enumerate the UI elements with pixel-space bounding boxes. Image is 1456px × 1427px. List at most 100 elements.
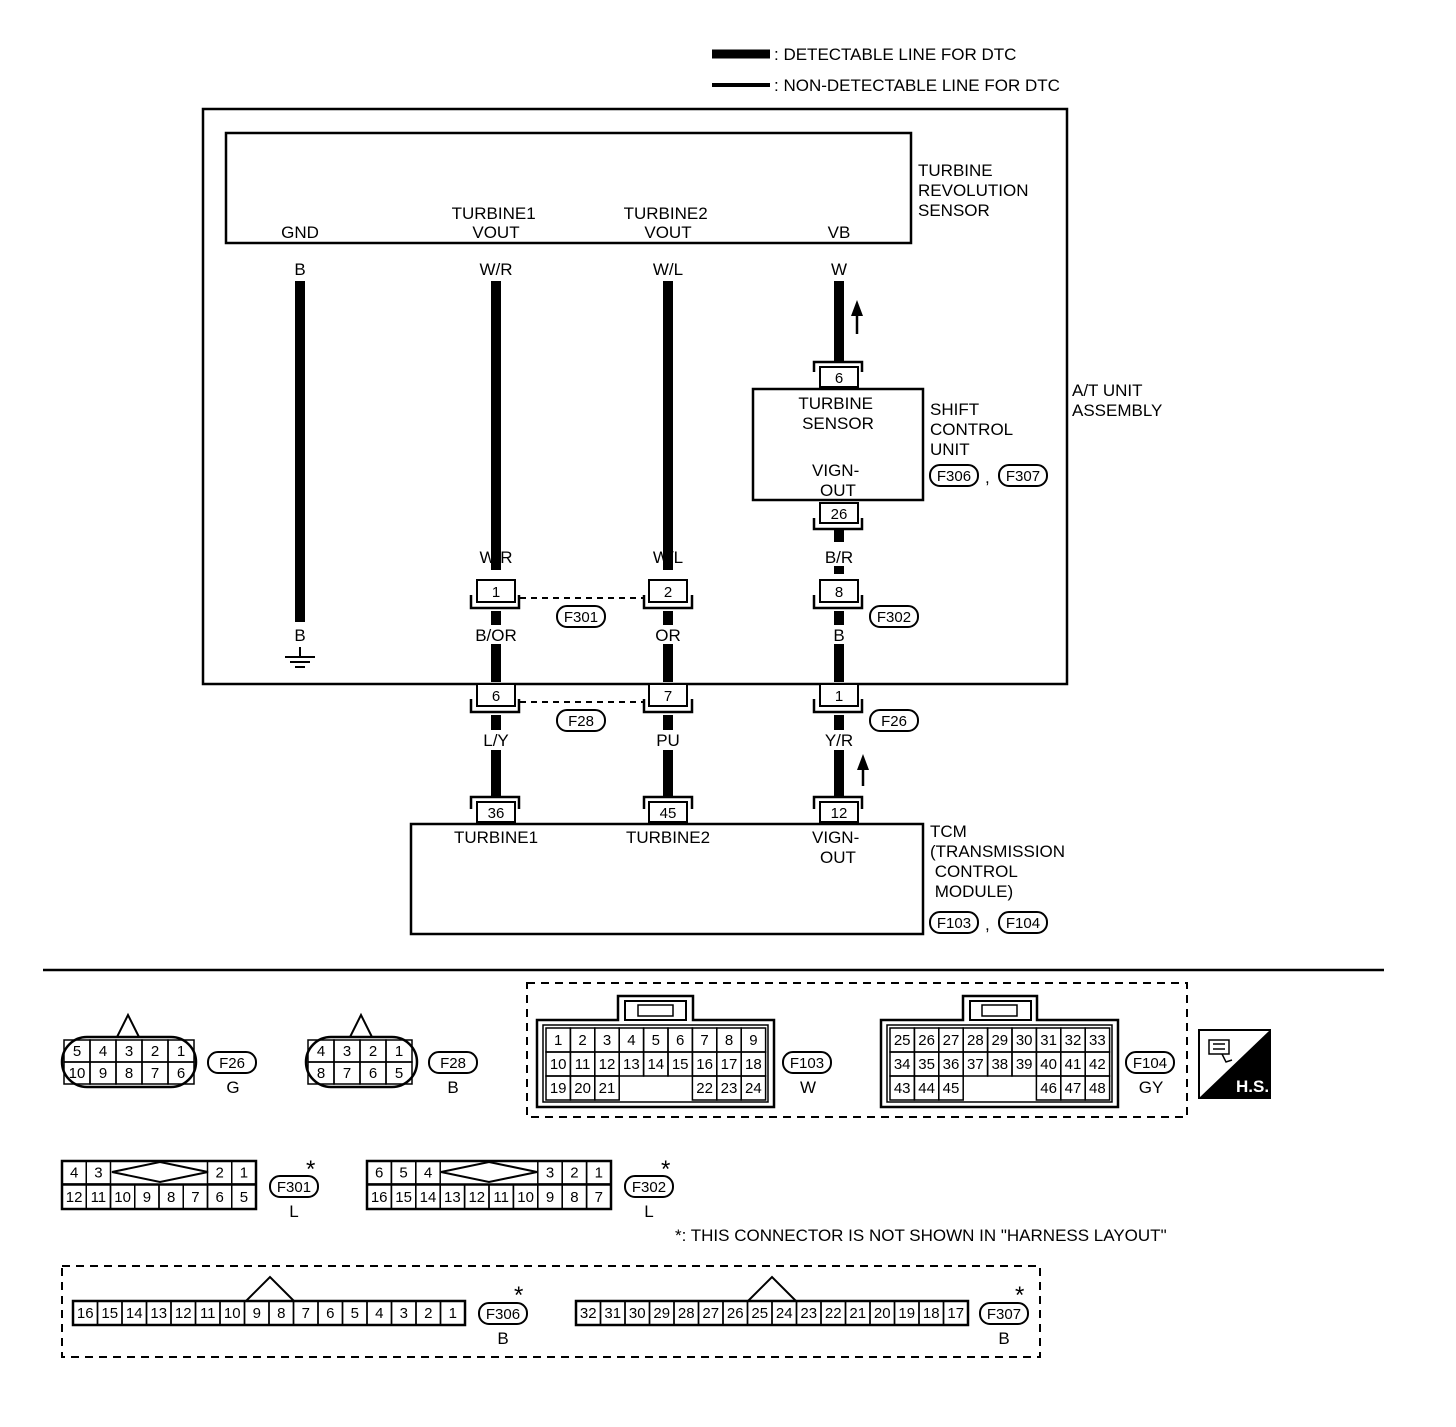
pin-number: 9 bbox=[253, 1305, 261, 1322]
pin-number: 48 bbox=[1089, 1080, 1106, 1097]
wire-color-t2-top: W/L bbox=[653, 260, 683, 279]
pin-number: 37 bbox=[967, 1056, 984, 1073]
terminal-scu-26-num: 26 bbox=[831, 506, 848, 523]
pin-number: 26 bbox=[727, 1305, 744, 1322]
pin-number: 4 bbox=[317, 1043, 325, 1060]
pin-number: 12 bbox=[175, 1305, 192, 1322]
connector-id-f104: F104 bbox=[998, 911, 1048, 934]
wire-color-t1-bottom: L/Y bbox=[483, 731, 509, 750]
sensor-pin-turbine1-vout: TURBINE1 VOUT bbox=[452, 204, 541, 242]
terminal-f28-6: 6 bbox=[469, 683, 521, 714]
svg-text:F302: F302 bbox=[632, 1179, 666, 1196]
connector-id-f301: F301 bbox=[556, 605, 606, 628]
pin-number: 11 bbox=[575, 1056, 591, 1073]
svg-text:F302: F302 bbox=[877, 609, 911, 626]
pin-number: 15 bbox=[672, 1056, 689, 1073]
pin-number: 23 bbox=[800, 1305, 817, 1322]
wire-color-t2-bottom: PU bbox=[656, 731, 680, 750]
wire-color-vb-low: B bbox=[833, 626, 844, 645]
pin-number: 29 bbox=[991, 1032, 1008, 1049]
wire-color-gnd-bottom: B bbox=[294, 626, 305, 645]
pin-number: 1 bbox=[449, 1305, 457, 1322]
pin-number: 16 bbox=[77, 1305, 94, 1322]
at-unit-assembly-box bbox=[201, 107, 1069, 686]
pin-number: 24 bbox=[745, 1080, 762, 1097]
pin-number: 7 bbox=[343, 1065, 351, 1082]
connector-id-f302-face: F302 bbox=[624, 1175, 674, 1198]
turbine-revolution-sensor-box bbox=[224, 131, 913, 245]
pin-number: 18 bbox=[923, 1305, 940, 1322]
harness-side-badge: H.S. bbox=[1198, 1029, 1271, 1099]
svg-text:F307: F307 bbox=[987, 1306, 1021, 1323]
connector-id-f306: F306 bbox=[929, 464, 979, 487]
pin-number: 27 bbox=[943, 1032, 960, 1049]
sensor-pin-turbine2-vout: TURBINE2 VOUT bbox=[624, 204, 713, 242]
pin-number: 8 bbox=[277, 1305, 285, 1322]
terminal-f28-7: 7 bbox=[642, 683, 694, 714]
sensor-pin-vb: VB bbox=[828, 223, 851, 242]
pin-number: 12 bbox=[66, 1189, 83, 1206]
pin-number: 14 bbox=[420, 1189, 437, 1206]
pin-number: 8 bbox=[317, 1065, 325, 1082]
pin-number: 30 bbox=[1016, 1032, 1033, 1049]
shift-control-unit-box bbox=[751, 387, 925, 502]
terminal-f301-2-num: 2 bbox=[664, 584, 672, 601]
connector-color-f104: GY bbox=[1139, 1078, 1164, 1097]
wire-color-t2-mid: W/L bbox=[653, 548, 683, 567]
connector-color-f306: B bbox=[497, 1329, 508, 1348]
pin-number: 22 bbox=[696, 1080, 713, 1097]
pin-number: 35 bbox=[918, 1056, 935, 1073]
arrow-up-icon bbox=[857, 754, 869, 786]
pin-number: 17 bbox=[947, 1305, 964, 1322]
pin-number: 46 bbox=[1040, 1080, 1057, 1097]
connector-id-f104-face: F104 bbox=[1125, 1051, 1175, 1074]
pin-number: 11 bbox=[200, 1305, 216, 1322]
pin-number: 43 bbox=[894, 1080, 911, 1097]
pin-number: 3 bbox=[94, 1165, 102, 1182]
pin-cell bbox=[231, 1184, 257, 1210]
arrow-up-icon bbox=[851, 300, 863, 334]
pin-number: 36 bbox=[943, 1056, 960, 1073]
pin-number: 14 bbox=[126, 1305, 143, 1322]
pin-number: 12 bbox=[599, 1056, 616, 1073]
pin-cell bbox=[585, 1184, 612, 1210]
pin-number: 9 bbox=[143, 1189, 151, 1206]
pin-number: 1 bbox=[595, 1165, 603, 1182]
pin-number: 23 bbox=[721, 1080, 738, 1097]
pin-cell bbox=[1084, 1075, 1111, 1101]
pin-number: 8 bbox=[570, 1189, 578, 1206]
connector-color-f28: B bbox=[447, 1078, 458, 1097]
legend: : DETECTABLE LINE FOR DTC : NON-DETECTAB… bbox=[712, 45, 1060, 95]
connector-id-f28: F28 bbox=[556, 709, 606, 732]
svg-text:F301: F301 bbox=[277, 1179, 311, 1196]
pin-number: 3 bbox=[125, 1043, 133, 1060]
pin-number: 2 bbox=[151, 1043, 159, 1060]
tcm-box bbox=[409, 822, 925, 936]
pin-number: 2 bbox=[215, 1165, 223, 1182]
connector-hand-icon bbox=[1208, 1039, 1233, 1063]
scu-pin-vign-out: VIGN- OUT bbox=[812, 461, 864, 500]
svg-text:F306: F306 bbox=[486, 1306, 520, 1323]
pin-number: 21 bbox=[599, 1080, 616, 1097]
connector-id-f301-face: F301 bbox=[269, 1175, 319, 1198]
legend-non-detectable-label: : NON-DETECTABLE LINE FOR DTC bbox=[774, 76, 1060, 95]
pin-cell bbox=[167, 1061, 195, 1085]
sensor-pin-gnd: GND bbox=[281, 223, 319, 242]
pin-number: 16 bbox=[371, 1189, 388, 1206]
pin-number: 25 bbox=[751, 1305, 768, 1322]
pin-number: 13 bbox=[623, 1056, 640, 1073]
star-f302: * bbox=[661, 1156, 670, 1183]
connector-color-f307: B bbox=[998, 1329, 1009, 1348]
pin-number: 44 bbox=[918, 1080, 935, 1097]
connector-id-f28-face: F28 bbox=[428, 1051, 478, 1074]
svg-text:H.S.: H.S. bbox=[1236, 1077, 1269, 1096]
connector-separator: , bbox=[985, 915, 990, 934]
wire-color-t1-top: W/R bbox=[479, 260, 512, 279]
tcm-pin-vign-out: VIGN- OUT bbox=[812, 828, 864, 867]
svg-text:F26: F26 bbox=[881, 713, 907, 730]
pin-number: 17 bbox=[721, 1056, 738, 1073]
connector-id-f307-face: F307 bbox=[979, 1302, 1029, 1325]
